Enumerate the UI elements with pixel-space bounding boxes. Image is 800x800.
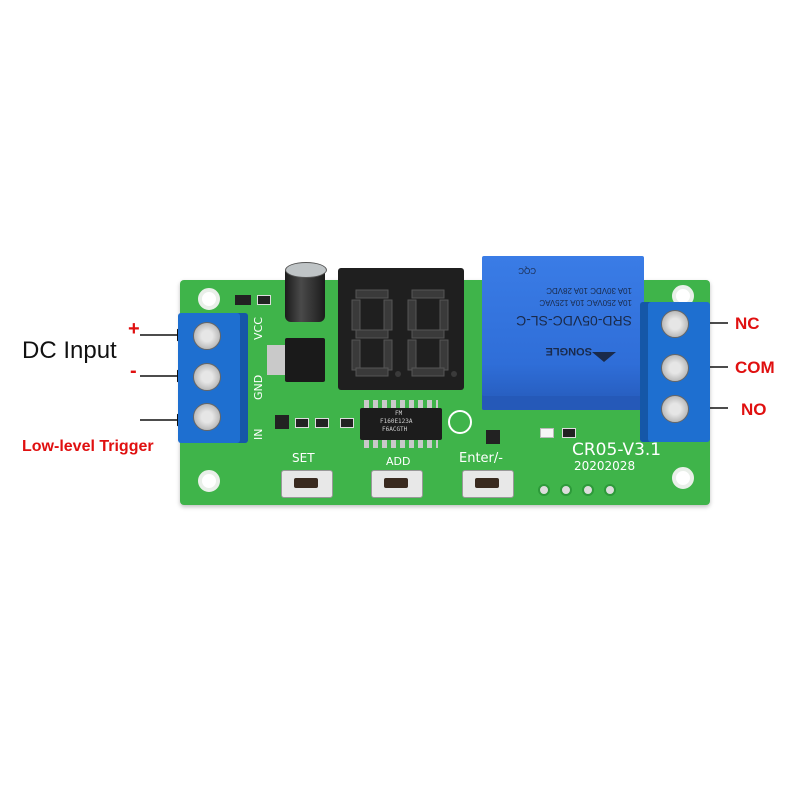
pin-label-gnd: GND bbox=[252, 374, 265, 400]
screw-gnd[interactable] bbox=[193, 363, 221, 391]
add-button-cap bbox=[384, 478, 408, 488]
board-date-label: 20202028 bbox=[574, 459, 636, 473]
screw-no[interactable] bbox=[661, 395, 689, 423]
smd-transistor bbox=[275, 415, 289, 429]
header-pad-4 bbox=[604, 484, 616, 496]
enter-button-cap bbox=[475, 478, 499, 488]
smd-resistor-2 bbox=[295, 418, 309, 428]
relay-rating-2: 10A 30VDC 10A 28VDC bbox=[546, 286, 632, 295]
relay-model: SRD-05VDC-SL-C bbox=[516, 313, 632, 329]
relay-rating-1: 10A 250VAC 10A 125VAC bbox=[539, 298, 632, 307]
no-label: NO bbox=[741, 400, 767, 419]
relay-cert: CQC bbox=[518, 266, 536, 275]
minus-label: - bbox=[130, 360, 137, 382]
smd-resistor-4 bbox=[340, 418, 354, 428]
microcontroller-chip bbox=[360, 408, 442, 440]
chip-marking-2: F160E123A bbox=[380, 418, 413, 425]
com-label: COM bbox=[735, 358, 775, 377]
smd-led bbox=[540, 428, 554, 438]
smd-resistor-1 bbox=[257, 295, 271, 305]
chip-pins-top bbox=[364, 400, 438, 408]
mounting-hole-tl bbox=[198, 288, 220, 310]
mounting-hole-br bbox=[672, 467, 694, 489]
board-logo bbox=[448, 410, 472, 434]
set-button-label: SET bbox=[292, 451, 315, 465]
display-digits bbox=[351, 289, 457, 377]
header-pad-1 bbox=[538, 484, 550, 496]
chip-marking-3: F6ACGTH bbox=[382, 426, 408, 433]
screw-nc[interactable] bbox=[661, 310, 689, 338]
chip-pins-bottom bbox=[364, 440, 438, 448]
capacitor-top bbox=[285, 262, 327, 278]
screw-vcc[interactable] bbox=[193, 322, 221, 350]
pin-label-in: IN bbox=[252, 428, 265, 440]
smd-resistor-5 bbox=[562, 428, 576, 438]
smd-transistor-2 bbox=[486, 430, 500, 444]
voltage-regulator bbox=[285, 338, 325, 382]
plus-label: + bbox=[128, 318, 140, 340]
screw-com[interactable] bbox=[661, 354, 689, 382]
header-pad-3 bbox=[582, 484, 594, 496]
add-button-label: ADD bbox=[386, 455, 411, 468]
set-button-cap bbox=[294, 478, 318, 488]
relay-brand: SONGLE bbox=[546, 345, 592, 357]
regulator-tab bbox=[267, 345, 285, 375]
dc-input-label: DC Input bbox=[22, 337, 117, 364]
nc-label: NC bbox=[735, 314, 760, 333]
mounting-hole-bl bbox=[198, 470, 220, 492]
enter-button-label: Enter/- bbox=[459, 451, 503, 466]
songle-logo-icon bbox=[592, 352, 616, 362]
screw-in[interactable] bbox=[193, 403, 221, 431]
relay-markings: SRD-05VDC-SL-C 10A 250VAC 10A 125VAC 10A… bbox=[516, 266, 632, 362]
header-pad-2 bbox=[560, 484, 572, 496]
pin-label-vcc: VCC bbox=[252, 317, 265, 340]
low-level-trigger-label: Low-level Trigger bbox=[22, 438, 154, 455]
smd-resistor-3 bbox=[315, 418, 329, 428]
smd-diode bbox=[235, 295, 251, 305]
board-model-label: CR05-V3.1 bbox=[572, 440, 662, 460]
chip-marking-1: FM bbox=[395, 410, 403, 417]
relay bbox=[482, 256, 644, 410]
